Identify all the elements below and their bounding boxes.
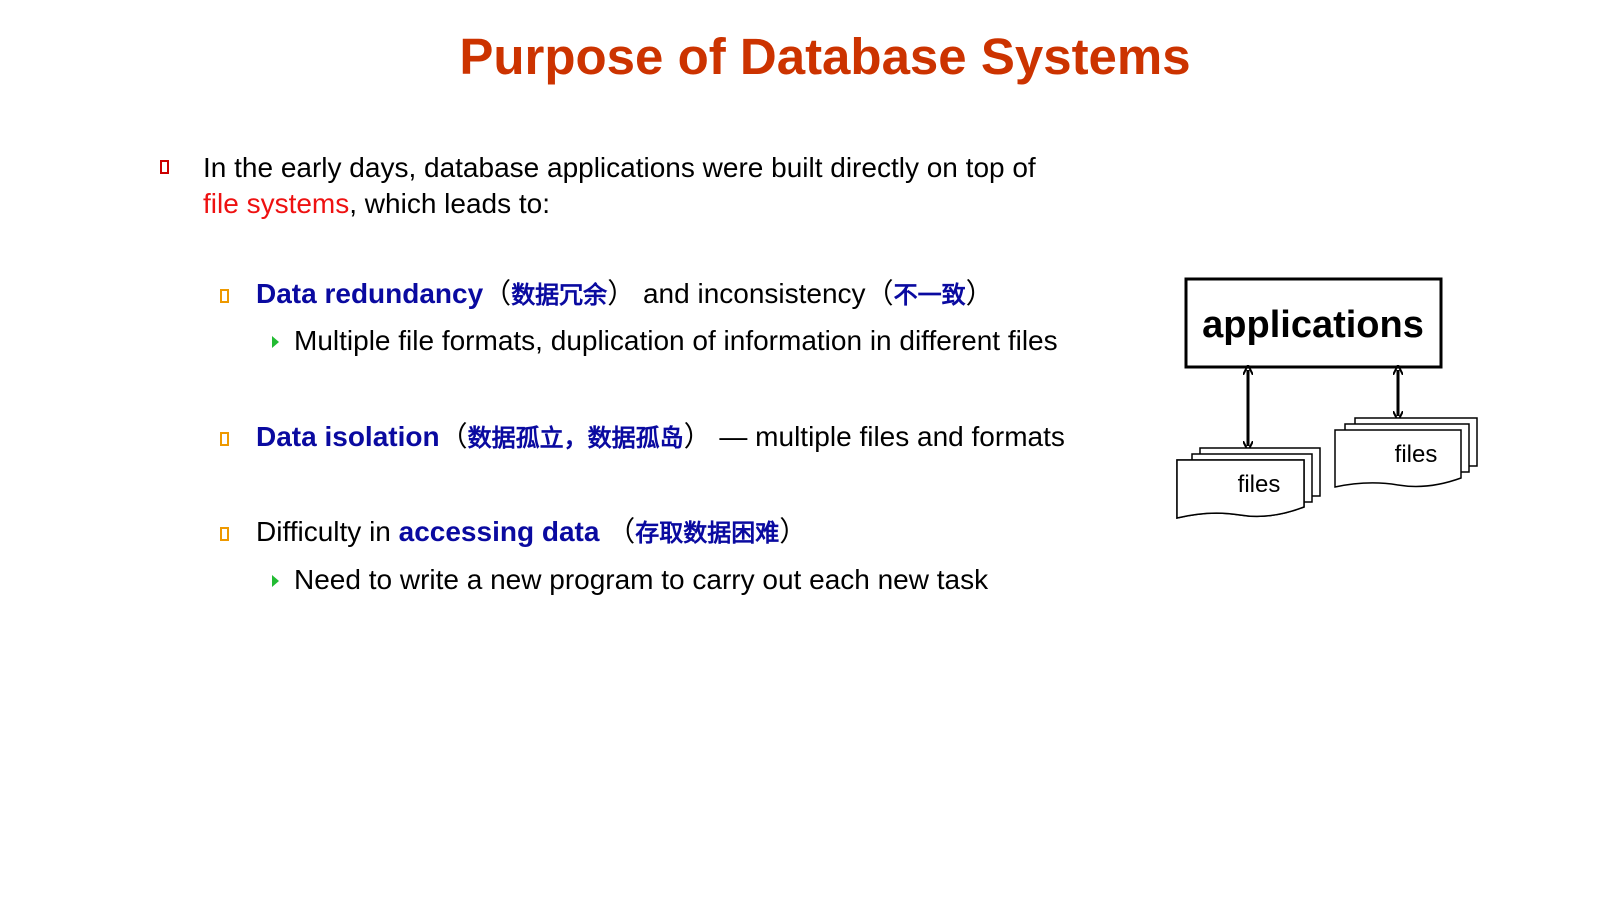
term-data-redundancy: Data redundancy (256, 278, 484, 309)
text-difficulty-in: Difficulty in (256, 516, 399, 547)
files-stack-right: files (1334, 417, 1478, 488)
triangle-bullet-icon (272, 336, 279, 348)
triangle-bullet-icon (272, 575, 279, 587)
text-and-inconsistency: and inconsistency (635, 278, 866, 309)
bullet-intro: In the early days, database applications… (160, 150, 1120, 222)
applications-label: applications (1202, 304, 1424, 346)
intro-text-before: In the early days, database applications… (203, 152, 1036, 183)
slide-title: Purpose of Database Systems (459, 28, 1191, 85)
paren-open: （ (439, 421, 468, 452)
bullet-accessing-data: Difficulty in accessing data （存取数据困难） (220, 514, 807, 552)
cjk-term-inconsistency: 不一致 (893, 282, 966, 309)
paren-close: ） (965, 278, 994, 309)
applications-box (1184, 277, 1443, 369)
files-label-left: files (1238, 471, 1281, 498)
detail-text: Multiple file formats, duplication of in… (294, 325, 1058, 356)
square-bullet-icon (220, 432, 229, 446)
bullet-data-redundancy: Data redundancy（数据冗余） and inconsistency（… (220, 276, 994, 314)
file-systems-highlight: file systems (203, 188, 350, 219)
files-stack-left: files (1176, 447, 1321, 519)
square-bullet-icon (220, 289, 229, 303)
paren-open: （ (599, 516, 636, 547)
applications-files-diagram: applications files files (1176, 277, 1478, 519)
paren-close: ） (779, 516, 808, 547)
paren-open: （ (483, 278, 512, 309)
intro-text: In the early days, database applications… (203, 150, 1120, 222)
term-accessing-data: accessing data (398, 516, 600, 547)
paren-close: ） (683, 421, 712, 452)
sub-bullet-access-detail: Need to write a new program to carry out… (272, 562, 988, 598)
detail-text: Need to write a new program to carry out… (294, 564, 989, 595)
bullet-data-isolation: Data isolation（数据孤立，数据孤岛） — multiple fil… (220, 419, 1065, 457)
cjk-term-isolation: 数据孤立，数据孤岛 (467, 425, 684, 452)
intro-text-after: , which leads to: (349, 188, 551, 219)
files-label-right: files (1395, 441, 1438, 468)
paren-close: ） (607, 278, 636, 309)
cjk-term-redundancy: 数据冗余 (511, 282, 608, 309)
square-bullet-icon (160, 160, 169, 174)
text-isolation-tail: — multiple files and formats (711, 421, 1065, 452)
paren-open: （ (865, 278, 894, 309)
cjk-term-access: 存取数据困难 (635, 520, 780, 547)
square-bullet-icon (220, 527, 229, 541)
term-data-isolation: Data isolation (256, 421, 440, 452)
sub-bullet-redundancy-detail: Multiple file formats, duplication of in… (272, 323, 1058, 359)
